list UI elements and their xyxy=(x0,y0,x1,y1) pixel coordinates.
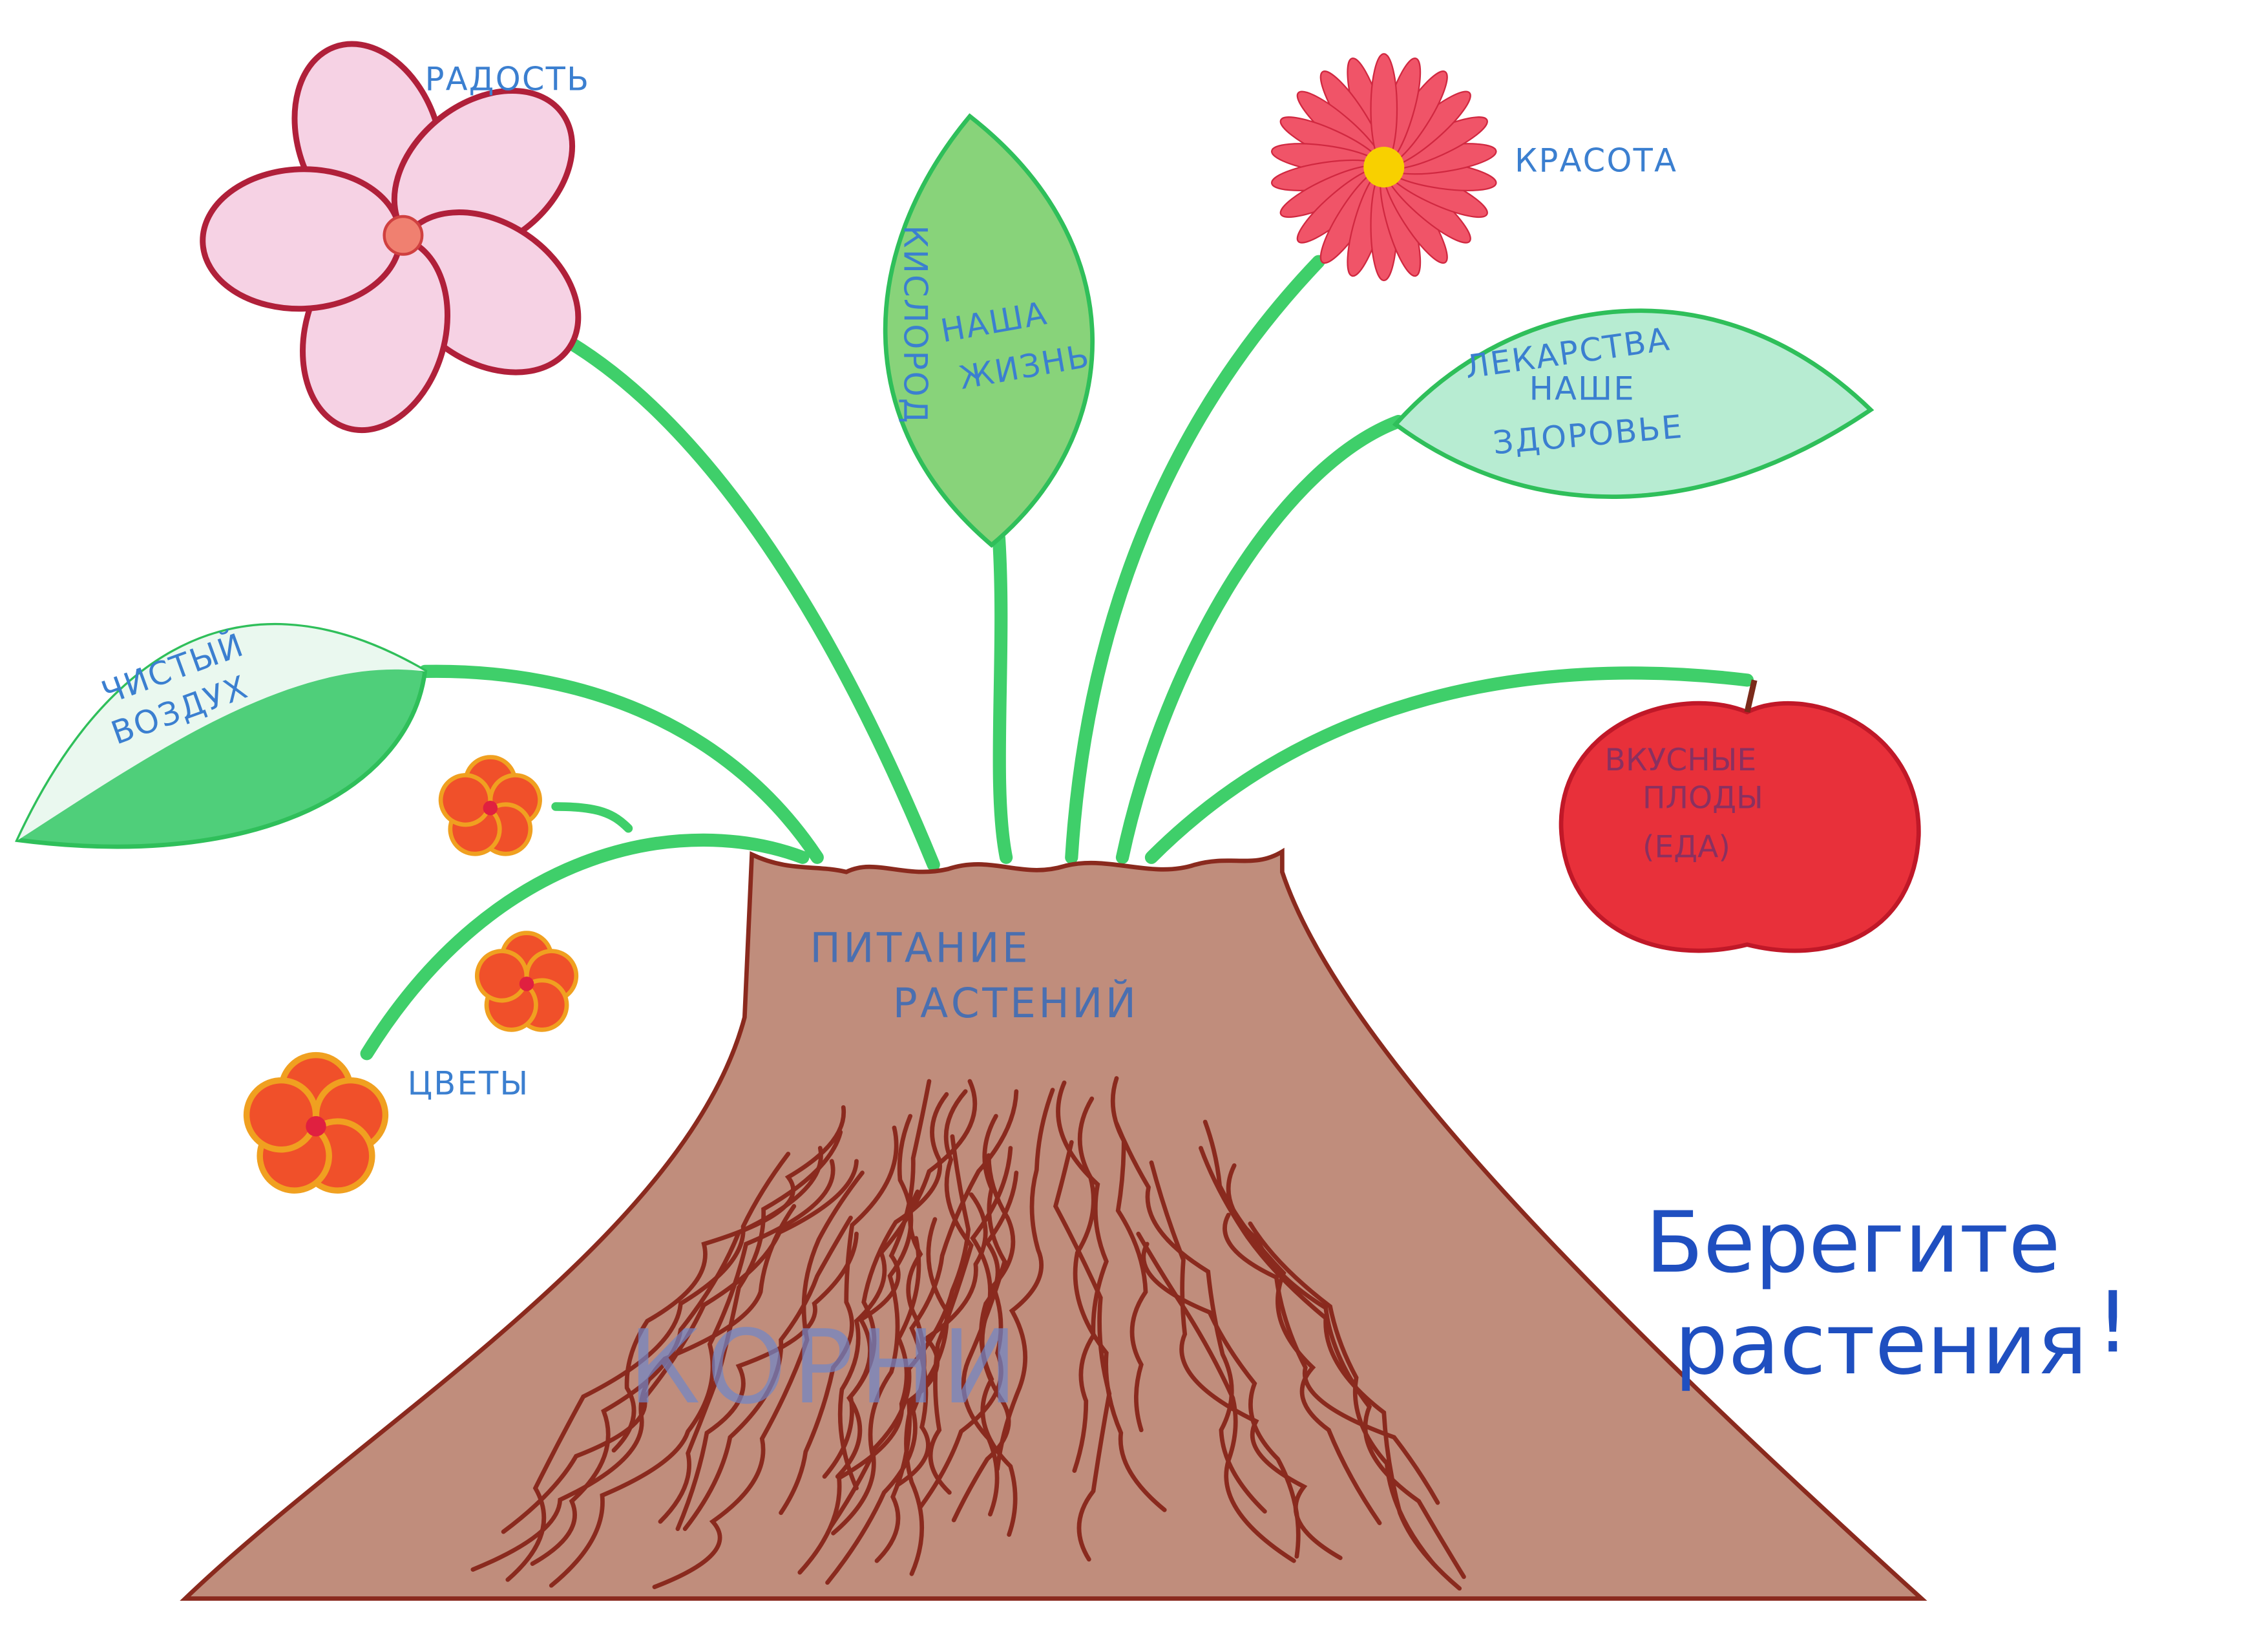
label-roots: КОРНИ xyxy=(628,1309,1024,1427)
root-line xyxy=(1110,1076,1148,1433)
flower-center xyxy=(519,977,534,991)
root-line xyxy=(675,1231,859,1531)
label-beauty: КРАСОТА xyxy=(1515,142,1677,179)
pink-flower xyxy=(200,41,582,434)
stems xyxy=(360,255,1754,1061)
stem-medicine xyxy=(1115,414,1405,864)
orange-flower-2 xyxy=(474,931,579,1032)
red-daisy xyxy=(1270,53,1497,282)
root-line xyxy=(831,1134,971,1536)
flower-center xyxy=(483,801,498,816)
root-line xyxy=(895,1089,1019,1488)
root-line xyxy=(904,1217,949,1576)
slogan-exclamation: ! xyxy=(2096,1273,2130,1371)
root-line xyxy=(1114,1121,1267,1514)
root-line xyxy=(779,1125,899,1516)
apple xyxy=(1559,679,1921,953)
label-fruits-1: ВКУСНЫЕ xyxy=(1605,743,1757,778)
root-line xyxy=(918,1153,1016,1510)
root-line xyxy=(505,1152,791,1582)
orange-flower-1 xyxy=(438,755,542,856)
stem-flower-small xyxy=(551,802,633,833)
stem-flowers xyxy=(360,833,810,1061)
label-fruits-3: (ЕДА) xyxy=(1643,830,1730,865)
root-line xyxy=(797,1236,921,1575)
label-nutrition-2: РАСТЕНИЙ xyxy=(893,980,1139,1027)
slogan-line-1: Берегите xyxy=(1646,1194,2061,1292)
leaf-middle xyxy=(883,113,1095,548)
orange-flower-3 xyxy=(243,1051,389,1194)
root-line xyxy=(1223,1212,1440,1505)
root-line xyxy=(995,1088,1055,1472)
label-nutrition-1: ПИТАНИЕ xyxy=(810,925,1031,972)
root-line xyxy=(828,1114,914,1530)
label-health-1: НАШЕ xyxy=(1529,370,1635,407)
root-line xyxy=(1141,1241,1301,1559)
label-oxygen: КИСЛОРОД xyxy=(897,226,934,425)
root-line xyxy=(822,1092,949,1479)
slogan-line-2: растения xyxy=(1675,1295,2088,1393)
root-line xyxy=(835,1079,932,1479)
root-line xyxy=(530,1146,823,1566)
roots xyxy=(470,1076,1466,1591)
root-line xyxy=(501,1159,859,1534)
root-line xyxy=(682,1216,853,1531)
root-line xyxy=(549,1159,835,1588)
apple-stem xyxy=(1744,679,1758,713)
root-line xyxy=(470,1204,797,1572)
stem-middle xyxy=(992,531,1013,864)
root-line xyxy=(611,1105,846,1453)
leaf-highlight xyxy=(18,625,425,840)
stem-clean-air xyxy=(418,664,824,864)
flower-center xyxy=(306,1115,326,1137)
stem-beauty xyxy=(1065,255,1325,864)
root-line xyxy=(928,1089,974,1495)
root-line xyxy=(1053,1140,1112,1562)
stem-joy xyxy=(549,328,940,872)
label-joy: РАДОСТЬ xyxy=(425,60,591,98)
trunk xyxy=(180,847,1927,1601)
root-line xyxy=(652,1170,865,1589)
root-line xyxy=(1248,1221,1436,1566)
stem-apple xyxy=(1144,666,1754,864)
root-line xyxy=(951,1146,1013,1523)
leaf-medicine xyxy=(1392,308,1874,500)
label-flowers: ЦВЕТЫ xyxy=(408,1064,530,1102)
label-fruits-2: ПЛОДЫ xyxy=(1643,780,1763,816)
root-line xyxy=(1202,1119,1382,1525)
root-line xyxy=(1136,1231,1296,1563)
root-line xyxy=(1056,1080,1109,1474)
root-line xyxy=(1226,1163,1466,1579)
